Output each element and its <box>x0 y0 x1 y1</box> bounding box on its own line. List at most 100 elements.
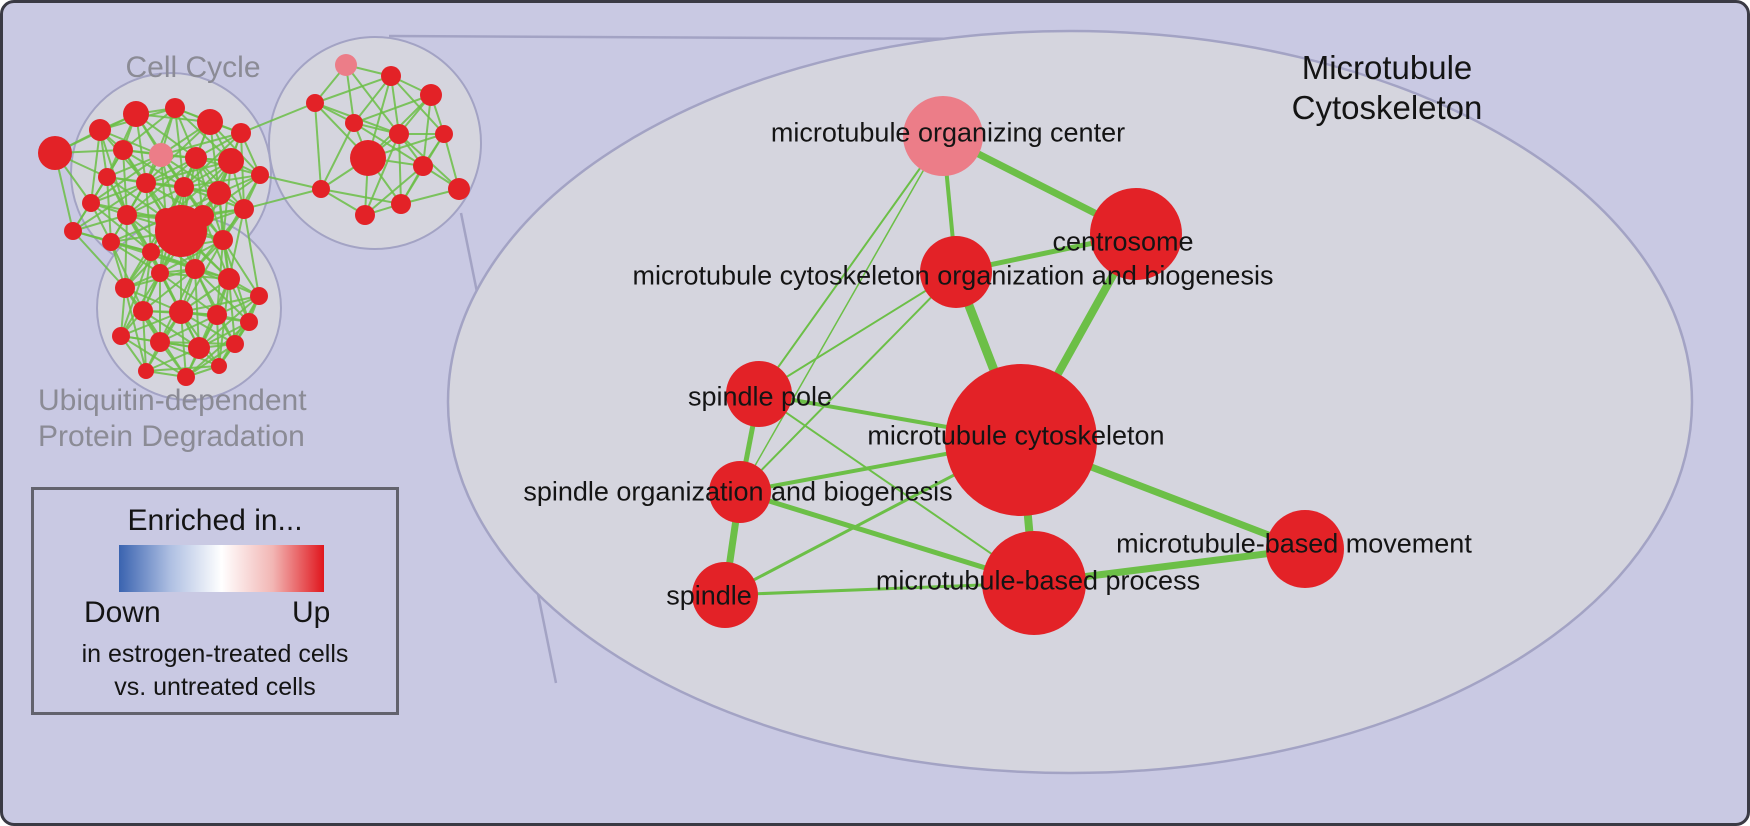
minimap-node[interactable] <box>335 54 357 76</box>
minimap-node[interactable] <box>213 230 233 250</box>
minimap-node[interactable] <box>123 101 149 127</box>
minimap-node[interactable] <box>115 278 135 298</box>
node-mc[interactable] <box>945 364 1097 516</box>
minimap-edge <box>259 174 322 190</box>
minimap-node[interactable] <box>211 358 227 374</box>
node-label-mc: microtubule cytoskeleton <box>867 420 1164 450</box>
node-spindle_pole[interactable] <box>726 361 792 427</box>
minimap-node[interactable] <box>82 194 100 212</box>
legend-down-label: Down <box>84 596 161 629</box>
minimap-node[interactable] <box>98 168 116 186</box>
minimap-node[interactable] <box>435 125 453 143</box>
node-label-spindle: spindle <box>666 580 752 610</box>
minimap-node[interactable] <box>231 123 251 143</box>
minimap-node[interactable] <box>350 140 386 176</box>
minimap-node[interactable] <box>250 287 268 305</box>
minimap-node[interactable] <box>185 147 207 169</box>
minimap-edge <box>218 278 230 367</box>
minimap-node[interactable] <box>155 205 207 257</box>
minimap-node[interactable] <box>112 327 130 345</box>
minimap-edge <box>240 102 316 134</box>
node-mbp[interactable] <box>982 531 1086 635</box>
minimap-node[interactable] <box>38 136 72 170</box>
minimap-edge <box>390 75 445 135</box>
minimap-edge <box>90 202 152 253</box>
minimap-node[interactable] <box>218 268 240 290</box>
minimap-node[interactable] <box>150 332 170 352</box>
legend-up-label: Up <box>292 596 331 629</box>
minimap-node[interactable] <box>113 140 133 160</box>
minimap-edge <box>180 295 260 313</box>
cluster-label-ubiquitin-line2: Protein Degradation <box>38 420 305 453</box>
node-centrosome[interactable] <box>1090 188 1182 280</box>
minimap-node[interactable] <box>420 84 442 106</box>
minimap-node[interactable] <box>138 363 154 379</box>
minimap-edge <box>202 174 261 217</box>
minimap-edge <box>183 174 261 188</box>
minimap-edge <box>122 149 128 216</box>
minimap-node[interactable] <box>177 368 195 386</box>
minimap-node[interactable] <box>381 66 401 86</box>
minimap-node[interactable] <box>251 166 269 184</box>
cluster-label-cell-cycle: Cell Cycle <box>125 51 261 84</box>
edge-moc-sob <box>739 135 944 493</box>
minimap-edge <box>126 214 161 274</box>
minimap-edge <box>243 208 260 297</box>
legend-condition-line1: in estrogen-treated cells <box>81 640 349 668</box>
minimap-node[interactable] <box>151 264 169 282</box>
minimap-node[interactable] <box>133 301 153 321</box>
minimap-node[interactable] <box>391 194 411 214</box>
minimap-node[interactable] <box>64 222 82 240</box>
minimap-edge <box>145 121 211 184</box>
minimap-edge <box>314 102 322 190</box>
minimap-edge <box>72 230 126 289</box>
minimap-edge <box>122 107 176 151</box>
node-spindle[interactable] <box>692 562 758 628</box>
minimap-edge <box>159 272 218 316</box>
minimap-edge <box>126 157 197 216</box>
minimap-node[interactable] <box>102 233 120 251</box>
node-label-spindle_pole: spindle pole <box>688 381 832 411</box>
minimap-node[interactable] <box>165 98 185 118</box>
node-sob[interactable] <box>709 461 771 523</box>
minimap-node[interactable] <box>389 124 409 144</box>
minimap-node[interactable] <box>234 199 254 219</box>
minimap-edge <box>222 239 260 297</box>
minimap-edge <box>422 94 432 167</box>
minimap-edge <box>145 160 232 184</box>
minimap-edge <box>159 239 224 274</box>
minimap-node[interactable] <box>218 148 244 174</box>
minimap-node[interactable] <box>136 173 156 193</box>
node-mcob[interactable] <box>920 236 992 308</box>
minimap-node[interactable] <box>188 337 210 359</box>
minimap-node[interactable] <box>355 205 375 225</box>
minimap-edge <box>142 310 147 372</box>
minimap-node[interactable] <box>185 259 205 279</box>
minimap-node[interactable] <box>207 181 231 205</box>
minimap-node[interactable] <box>149 143 173 167</box>
node-moc[interactable] <box>903 96 983 176</box>
minimap-edge <box>110 241 161 274</box>
minimap-edge <box>364 133 400 216</box>
minimap-node[interactable] <box>142 243 160 261</box>
edge-mcob-sob <box>739 271 957 493</box>
minimap-node[interactable] <box>226 335 244 353</box>
minimap-node[interactable] <box>174 177 194 197</box>
minimap-node[interactable] <box>240 313 258 331</box>
minimap-node[interactable] <box>89 119 111 141</box>
minimap-edge <box>160 132 242 156</box>
node-label-mbm: microtubule-based movement <box>1116 528 1472 558</box>
minimap-node[interactable] <box>312 180 330 198</box>
node-mbm[interactable] <box>1266 510 1344 588</box>
minimap-node[interactable] <box>197 109 223 135</box>
minimap-node[interactable] <box>413 156 433 176</box>
minimap-node[interactable] <box>207 305 227 325</box>
minimap-edge <box>353 122 424 167</box>
minimap-node[interactable] <box>169 300 193 324</box>
minimap-node[interactable] <box>448 178 470 200</box>
cluster-label-microtubule-cytoskeleton: Microtubule Cytoskeleton <box>1292 48 1483 128</box>
minimap-node[interactable] <box>117 205 137 225</box>
minimap-edge <box>185 343 236 378</box>
minimap-node[interactable] <box>345 114 363 132</box>
minimap-node[interactable] <box>306 94 324 112</box>
